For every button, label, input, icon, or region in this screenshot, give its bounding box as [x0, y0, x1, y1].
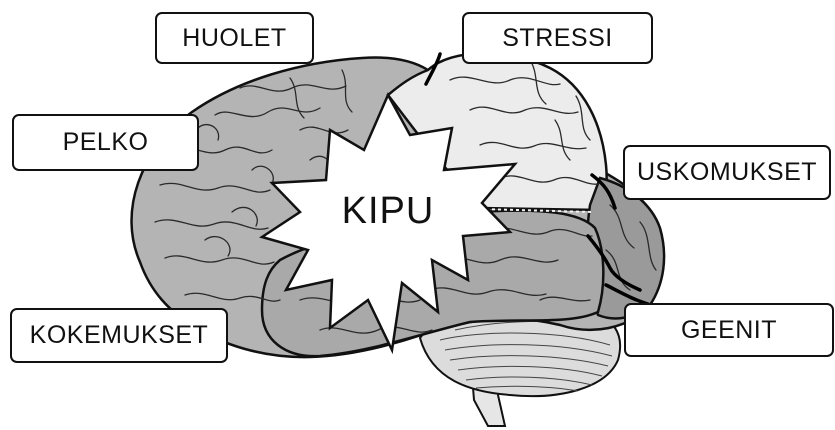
label-pelko: PELKO: [12, 114, 199, 171]
label-huolet: HUOLET: [155, 12, 314, 64]
label-geenit: GEENIT: [624, 303, 834, 357]
label-uskomukset: USKOMUKSET: [623, 145, 831, 200]
center-label-kipu: KIPU: [328, 190, 448, 233]
label-kokemukset: KOKEMUKSET: [10, 308, 228, 363]
label-stressi: STRESSI: [462, 12, 653, 64]
